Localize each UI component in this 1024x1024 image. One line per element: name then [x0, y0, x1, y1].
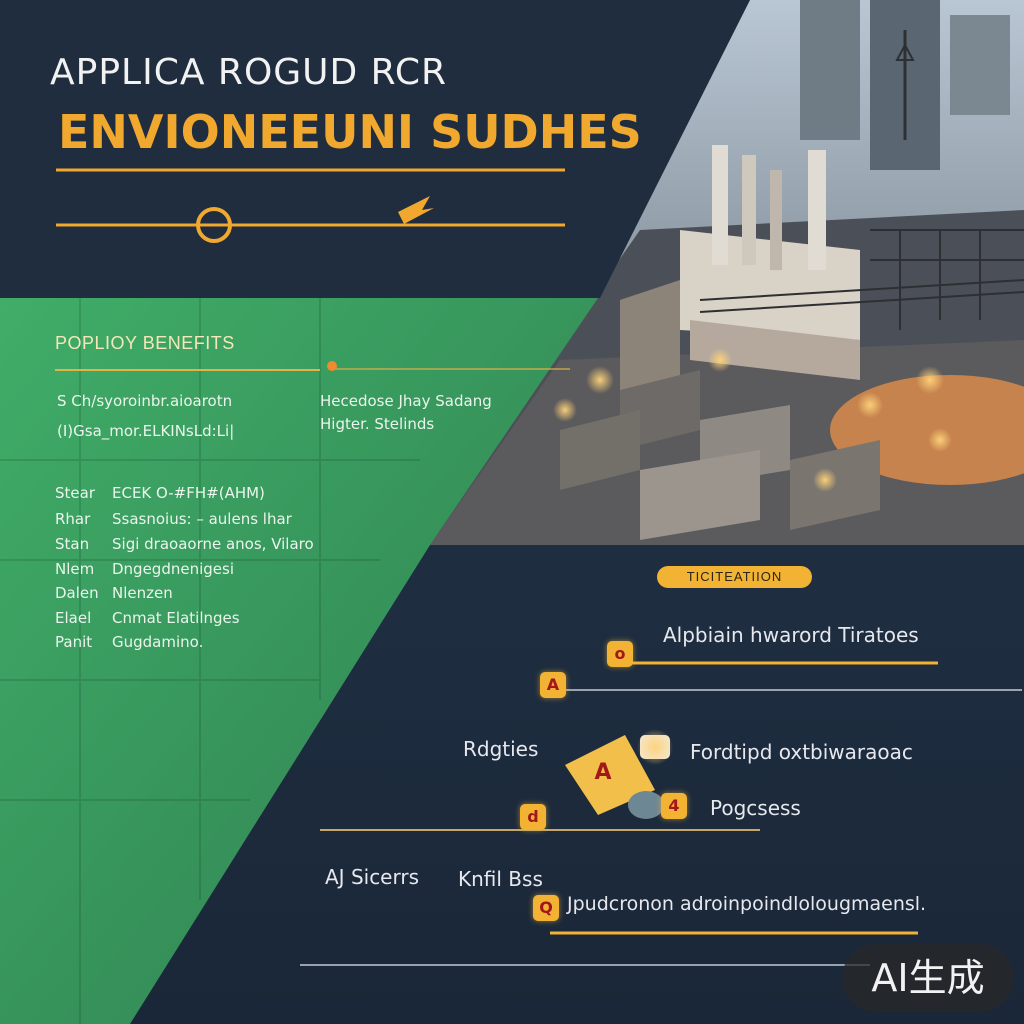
benefit-key: Rhar: [55, 510, 91, 528]
timeline-badge: TICITEATIION: [657, 566, 812, 588]
benefit-value: ECEK O-#FH#(AHM): [112, 484, 265, 502]
factory-illustration: [420, 0, 1024, 545]
header-title-line2: ENVIONEEUNI SUDHES: [58, 105, 642, 159]
timeline-item-label: AJ Sicerrs: [325, 865, 420, 889]
benefit-value: Nlenzen: [112, 584, 173, 602]
benefit-key: Elael: [55, 609, 92, 627]
benefit-key: Dalen: [55, 584, 99, 602]
timeline-marker-icon: A: [540, 672, 566, 698]
benefits-intro-left-1: S Ch/syoroinbr.aioarotn: [57, 392, 233, 410]
timeline-item-label: Fordtipd oxtbiwaraoac: [690, 740, 913, 764]
benefit-value: Cnmat Elatilnges: [112, 609, 240, 627]
timeline-marker-icon: o: [607, 641, 633, 667]
ring-icon: [196, 207, 232, 243]
card-letter-icon: A: [594, 760, 612, 785]
timeline-item-label: Knfil Bss: [458, 867, 543, 891]
timeline-marker-icon: 4: [661, 793, 687, 819]
benefits-intro-right-1: Hecedose Jhay Sadang: [320, 392, 492, 410]
benefits-intro-left-2: (I)Gsa_mor.ELKINsLd:Li|: [57, 422, 235, 440]
header-title-line1: APPLICA ROGUD RCR: [50, 52, 448, 93]
benefits-heading: POPLIOY BENEFITS: [55, 333, 235, 353]
benefit-value: Dngegdnenigesi: [112, 560, 234, 578]
ai-generated-watermark: AI生成: [842, 944, 1014, 1012]
benefit-key: Stan: [55, 535, 90, 553]
timeline-item-label: Alpbiain hwarord Tiratoes: [663, 623, 919, 647]
timeline-item-label: Pogcsess: [710, 796, 801, 820]
arrow-icon: [398, 196, 434, 224]
timeline-marker-icon: d: [520, 804, 546, 830]
benefit-key: Panit: [55, 633, 93, 651]
floating-card-illustration: [565, 729, 673, 819]
benefit-value: Sigi draoaorne anos, Vilaro: [112, 535, 314, 553]
benefit-value: Ssasnoius: – aulens lhar: [112, 510, 292, 528]
timeline-item-label: Jpudcronon adroinpoindlolougmaensl.: [567, 893, 927, 915]
benefit-value: Gugdamino.: [112, 633, 204, 651]
benefit-key: Nlem: [55, 560, 95, 578]
benefits-intro-right-2: Higter. Stelinds: [320, 415, 435, 433]
timeline-marker-icon: Q: [533, 895, 559, 921]
benefit-key: Stear: [55, 484, 95, 502]
timeline-item-label: Rdgties: [463, 737, 539, 761]
